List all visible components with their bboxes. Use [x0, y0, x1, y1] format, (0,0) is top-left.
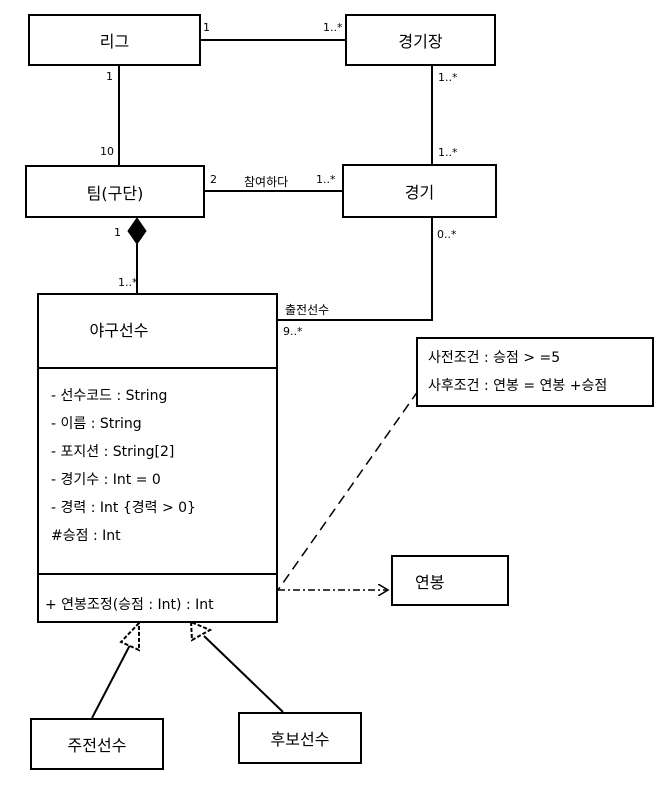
- assoc-label-participate: 참여하다: [244, 175, 289, 189]
- mult-stadium-game-stadium: 1..*: [438, 71, 458, 84]
- assoc-label-playing-players: 출전선수: [285, 303, 330, 317]
- composition-diamond: [127, 217, 147, 245]
- class-game: 경기: [342, 164, 497, 218]
- mult-league-stadium-league: 1: [203, 21, 210, 34]
- class-game-name: 경기: [404, 183, 435, 202]
- class-player: 야구선수 - 선수코드 : String - 이름 : String - 포지션…: [37, 293, 278, 623]
- mult-team-player-player: 1..*: [118, 276, 138, 289]
- attr-player-code: - 선수코드 : String: [51, 388, 168, 404]
- generalization-starter-arrowhead: [119, 620, 140, 652]
- class-starter: 주전선수: [30, 718, 164, 770]
- mult-game-player-game: 0..*: [437, 228, 457, 241]
- note-precondition: 사전조건 : 승점 > =5: [428, 350, 561, 366]
- attr-player-position: - 포지션 : String[2]: [51, 444, 175, 460]
- class-reserve-name: 후보선수: [270, 730, 330, 749]
- class-league: 리그: [28, 14, 201, 66]
- note-postcondition: 사후조건 : 연봉 = 연봉 +승점: [428, 378, 608, 394]
- generalization-reserve-arrowhead: [189, 620, 213, 642]
- mult-league-stadium-stadium: 1..*: [323, 21, 343, 34]
- attr-player-games: - 경기수 : Int = 0: [51, 472, 161, 488]
- generalization-starter: [91, 644, 131, 719]
- assoc-game-player: [278, 218, 433, 321]
- note-connector: [277, 390, 419, 591]
- class-player-attr-divider: [39, 367, 276, 369]
- attr-player-name: - 이름 : String: [51, 416, 142, 432]
- class-league-name: 리그: [99, 32, 130, 51]
- constraint-note: 사전조건 : 승점 > =5 사후조건 : 연봉 = 연봉 +승점: [416, 337, 654, 407]
- class-starter-name: 주전선수: [67, 736, 127, 755]
- op-salary-adjust: + 연봉조정(승점 : Int) : Int: [45, 597, 214, 613]
- generalization-reserve: [203, 635, 284, 713]
- class-salary: 연봉: [391, 555, 509, 606]
- attr-player-career: - 경력 : Int {경력 > 0}: [51, 500, 196, 516]
- class-stadium: 경기장: [345, 14, 496, 66]
- mult-league-team-team: 10: [100, 145, 114, 158]
- class-team: 팀(구단): [25, 165, 205, 218]
- class-stadium-name: 경기장: [398, 32, 443, 51]
- class-reserve: 후보선수: [238, 712, 362, 764]
- class-player-name: 야구선수: [89, 321, 149, 340]
- mult-stadium-game-game: 1..*: [438, 146, 458, 159]
- mult-league-team-league: 1: [106, 70, 113, 83]
- mult-game-player-player: 9..*: [283, 325, 303, 338]
- class-player-op-divider: [39, 573, 276, 575]
- class-team-name: 팀(구단): [86, 183, 144, 203]
- class-salary-name: 연봉: [415, 572, 445, 592]
- mult-team-game-team: 2: [210, 173, 217, 186]
- mult-team-game-game: 1..*: [316, 173, 336, 186]
- mult-team-player-team: 1: [114, 226, 121, 239]
- attr-player-points: #승점 : Int: [51, 528, 121, 544]
